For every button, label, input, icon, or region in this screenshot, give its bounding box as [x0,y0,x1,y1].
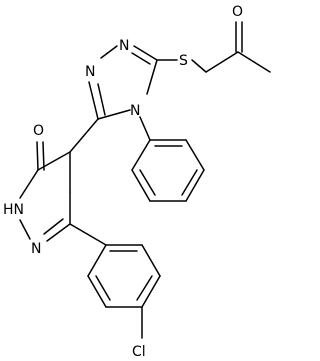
bond-ph-3 [185,169,205,202]
acetonylthio-group [156,21,271,73]
atom-n-triazole-2: N [85,64,95,80]
bond-ph-5i [139,169,156,196]
bond-c6-ar [69,223,107,246]
bond-ar-2 [87,275,107,308]
bond-t-n1-c5-inner [131,52,151,65]
atom-cl: Cl [132,344,146,360]
bond-ph-5 [131,169,151,202]
bond-ch2-co [205,51,239,73]
bond-t-n2-n1 [100,45,118,59]
bond-n2-c3 [19,169,39,199]
bond-c3-o-1 [36,141,39,171]
atom-n-triazole-4: N [130,103,140,119]
bond-t-n1-c5-outer [133,45,158,61]
bond-ph-3i [181,169,198,196]
bond-ar-1 [87,244,107,277]
atom-o-acetone: O [232,4,243,20]
triazole-ring [88,45,158,120]
bond-n1-n2 [19,219,31,240]
n-phenyl-ring [131,116,205,202]
bond-c3-o-2 [42,141,45,171]
bond-ph-2 [185,139,205,171]
atom-s-thioether: S [179,53,188,69]
bond-s-ch2 [191,59,207,73]
atom-n-triazole-1: N [119,38,129,54]
bond-t-c3-n2-inner [97,83,106,116]
bond-c6-n1-outer [46,223,71,242]
bond-t-n4-c3 [97,109,131,120]
bond-co-ch3 [237,51,271,73]
bond-ar-2i [95,275,111,301]
chlorophenyl-ring [69,223,161,339]
bond-ph-6 [131,139,151,171]
bond-ar-4 [141,275,161,308]
bond-ar-5 [141,244,161,277]
bond-t-c5-n4 [146,59,158,95]
bond-t-c3-n2-outer [88,81,99,120]
bond-c6-n1-inner [43,218,64,235]
molecule-drawing: O HN N N N N S O Cl [3,4,271,360]
bond-ar-4i [136,275,153,301]
structure-canvas: O HN N N N N S O Cl [3,4,271,360]
atom-n-pyridazine-h: HN [3,202,24,218]
atom-n-pyridazine: N [31,241,41,257]
bond-n4-ph [139,116,151,141]
pyridazinone-ring [19,141,71,242]
bond-c4-triazole [69,118,99,153]
atom-o-ketone: O [33,123,44,139]
